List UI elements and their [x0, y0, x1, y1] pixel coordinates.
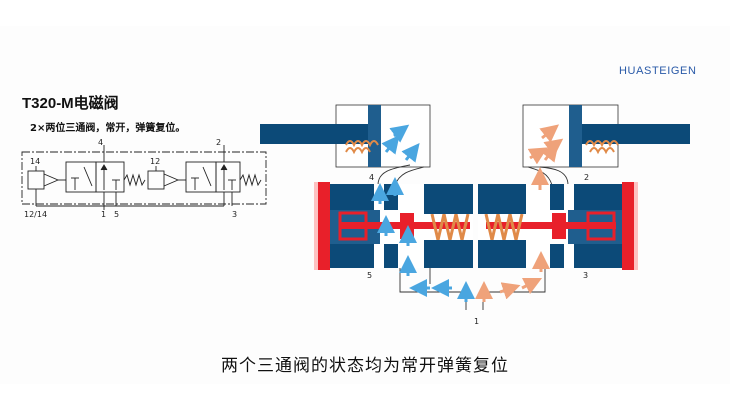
- top-letterbox: [0, 0, 730, 26]
- page-subtitle: 2×两位三通阀，常开，弹簧复位。: [30, 123, 186, 134]
- symbol-pilot-14-label: 14: [30, 157, 40, 166]
- valve-b-right-square: [215, 161, 241, 193]
- flow-arrows-orange: [475, 124, 564, 302]
- cylinder-4-rod: [260, 124, 368, 144]
- valve-a-left-square: [65, 161, 97, 193]
- flow-arrows-blue: [371, 124, 475, 302]
- section-port-5-label: 5: [367, 271, 372, 280]
- spring-a: [123, 173, 146, 187]
- solenoid-a-box: [27, 170, 45, 190]
- page-title: T320-M电磁阀: [22, 95, 119, 112]
- symbol-pilot-12-label: 12: [150, 157, 160, 166]
- cylinder-2: [522, 104, 690, 168]
- section-port-2-label: 2: [584, 173, 589, 182]
- solenoid-a-coil: [318, 182, 330, 270]
- cylinder-4: [260, 104, 431, 168]
- section-port-3-label: 3: [583, 271, 588, 280]
- valve-b-left-square: [185, 161, 217, 193]
- cylinder-4-piston: [368, 105, 381, 167]
- section-port-4-label: 4: [369, 173, 374, 182]
- symbol-port-5-label: 5: [114, 210, 119, 219]
- cylinder-2-piston: [569, 105, 582, 167]
- spring-b: [239, 173, 262, 187]
- bottom-letterbox: [0, 384, 730, 410]
- brand-logo-text: HUASTEIGEN: [619, 65, 697, 77]
- cylinder-4-spring: [345, 140, 379, 148]
- valve-a-right-square: [95, 161, 125, 193]
- valve-body-a: [324, 184, 473, 268]
- solenoid-b-wedge: [163, 173, 180, 187]
- cylinder-2-rod: [582, 124, 690, 144]
- valve-body-b: [478, 184, 628, 268]
- spool-b: [486, 211, 616, 241]
- section-port-1-label: 1: [474, 317, 479, 326]
- symbol-port-1-label: 1: [101, 210, 106, 219]
- symbol-port-1214-label: 12/14: [24, 210, 47, 219]
- symbol-port-2-label: 2: [216, 138, 221, 147]
- valve-b-spring: [484, 213, 524, 241]
- solenoid-a-wedge: [43, 173, 60, 187]
- cylinder-2-spring: [585, 140, 619, 148]
- symbol-port-4-label: 4: [98, 138, 103, 147]
- symbol-port-3-label: 3: [232, 210, 237, 219]
- spool-a: [338, 211, 470, 241]
- subtitle-caption: 两个三通阀的状态均为常开弹簧复位: [221, 356, 509, 376]
- solenoid-b-coil: [622, 182, 634, 270]
- symbol-frame: [21, 151, 267, 205]
- solenoid-b-box: [147, 170, 165, 190]
- valve-a-spring: [430, 213, 470, 241]
